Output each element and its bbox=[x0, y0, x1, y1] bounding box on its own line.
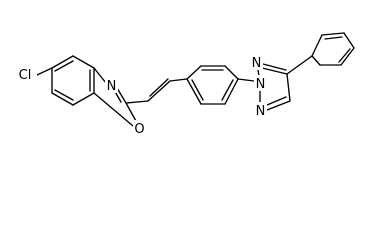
bond-oxazole bbox=[93, 92, 134, 127]
bond-phenylene-inner bbox=[191, 79, 204, 101]
bond-phenyl-inner bbox=[324, 36, 343, 40]
bond-benzo-inner bbox=[54, 60, 74, 72]
atom-triazole-nitrogen-mid: N bbox=[254, 75, 267, 92]
atom-labels: Cl N O N N N bbox=[14, 54, 267, 137]
bond-phenyl bbox=[343, 32, 355, 49]
bond-phenylene bbox=[186, 65, 202, 80]
bond-triazole-inner bbox=[266, 96, 287, 106]
bond-benzo-inner bbox=[54, 89, 74, 101]
bond-oxazole bbox=[125, 102, 137, 122]
bond-chloro bbox=[36, 67, 53, 76]
bond-vinyl bbox=[147, 80, 171, 102]
atom-triazole-nitrogen-top-label: N bbox=[252, 56, 262, 71]
bond-oxazole bbox=[93, 67, 107, 84]
atom-triazole-nitrogen-bottom-label: N bbox=[256, 104, 266, 119]
bond-triazole bbox=[261, 67, 288, 75]
bond-phenyl bbox=[321, 32, 345, 36]
bond-vinyl-inner bbox=[149, 78, 169, 97]
atom-oxazole-oxygen: O bbox=[133, 120, 146, 137]
bond-phenylene-inner bbox=[221, 79, 234, 101]
atom-triazole-nitrogen-top: N bbox=[250, 54, 263, 71]
atom-oxazole-nitrogen: N bbox=[105, 77, 118, 94]
bond-oxazole bbox=[116, 87, 127, 104]
bond-phenylene bbox=[186, 78, 202, 105]
bond-phenylene bbox=[224, 65, 239, 80]
bond-benzo bbox=[51, 55, 74, 69]
bond-triazole-inner bbox=[262, 63, 287, 71]
bond-aryl-triazole bbox=[237, 78, 255, 82]
bond-phenyl bbox=[340, 47, 355, 66]
bond-benzo bbox=[51, 92, 74, 106]
atom-oxazole-oxygen-label: O bbox=[134, 122, 144, 137]
bond-vinyl bbox=[125, 100, 149, 104]
bond-triazole bbox=[286, 73, 291, 102]
bond-phenyl bbox=[311, 55, 321, 66]
atom-triazole-nitrogen-bottom: N bbox=[254, 102, 267, 119]
bond-phenylene bbox=[224, 78, 239, 105]
bond-benzo bbox=[72, 92, 95, 106]
atom-chloro: Cl bbox=[14, 66, 37, 83]
atom-oxazole-nitrogen-label: N bbox=[107, 79, 117, 94]
bond-lines bbox=[36, 32, 355, 127]
bond-vinyl bbox=[169, 78, 188, 82]
bond-triazole bbox=[266, 100, 291, 111]
bond-benzo bbox=[72, 55, 95, 69]
atom-triazole-nitrogen-mid-label: N bbox=[256, 77, 266, 92]
bond-phenyl-link bbox=[286, 55, 313, 75]
molecule-structure-drawing: Cl N O N N N bbox=[14, 32, 355, 137]
atom-chloro-label: Cl bbox=[19, 68, 32, 83]
bond-phenyl bbox=[311, 34, 323, 57]
bond-phenyl-inner bbox=[338, 48, 351, 63]
